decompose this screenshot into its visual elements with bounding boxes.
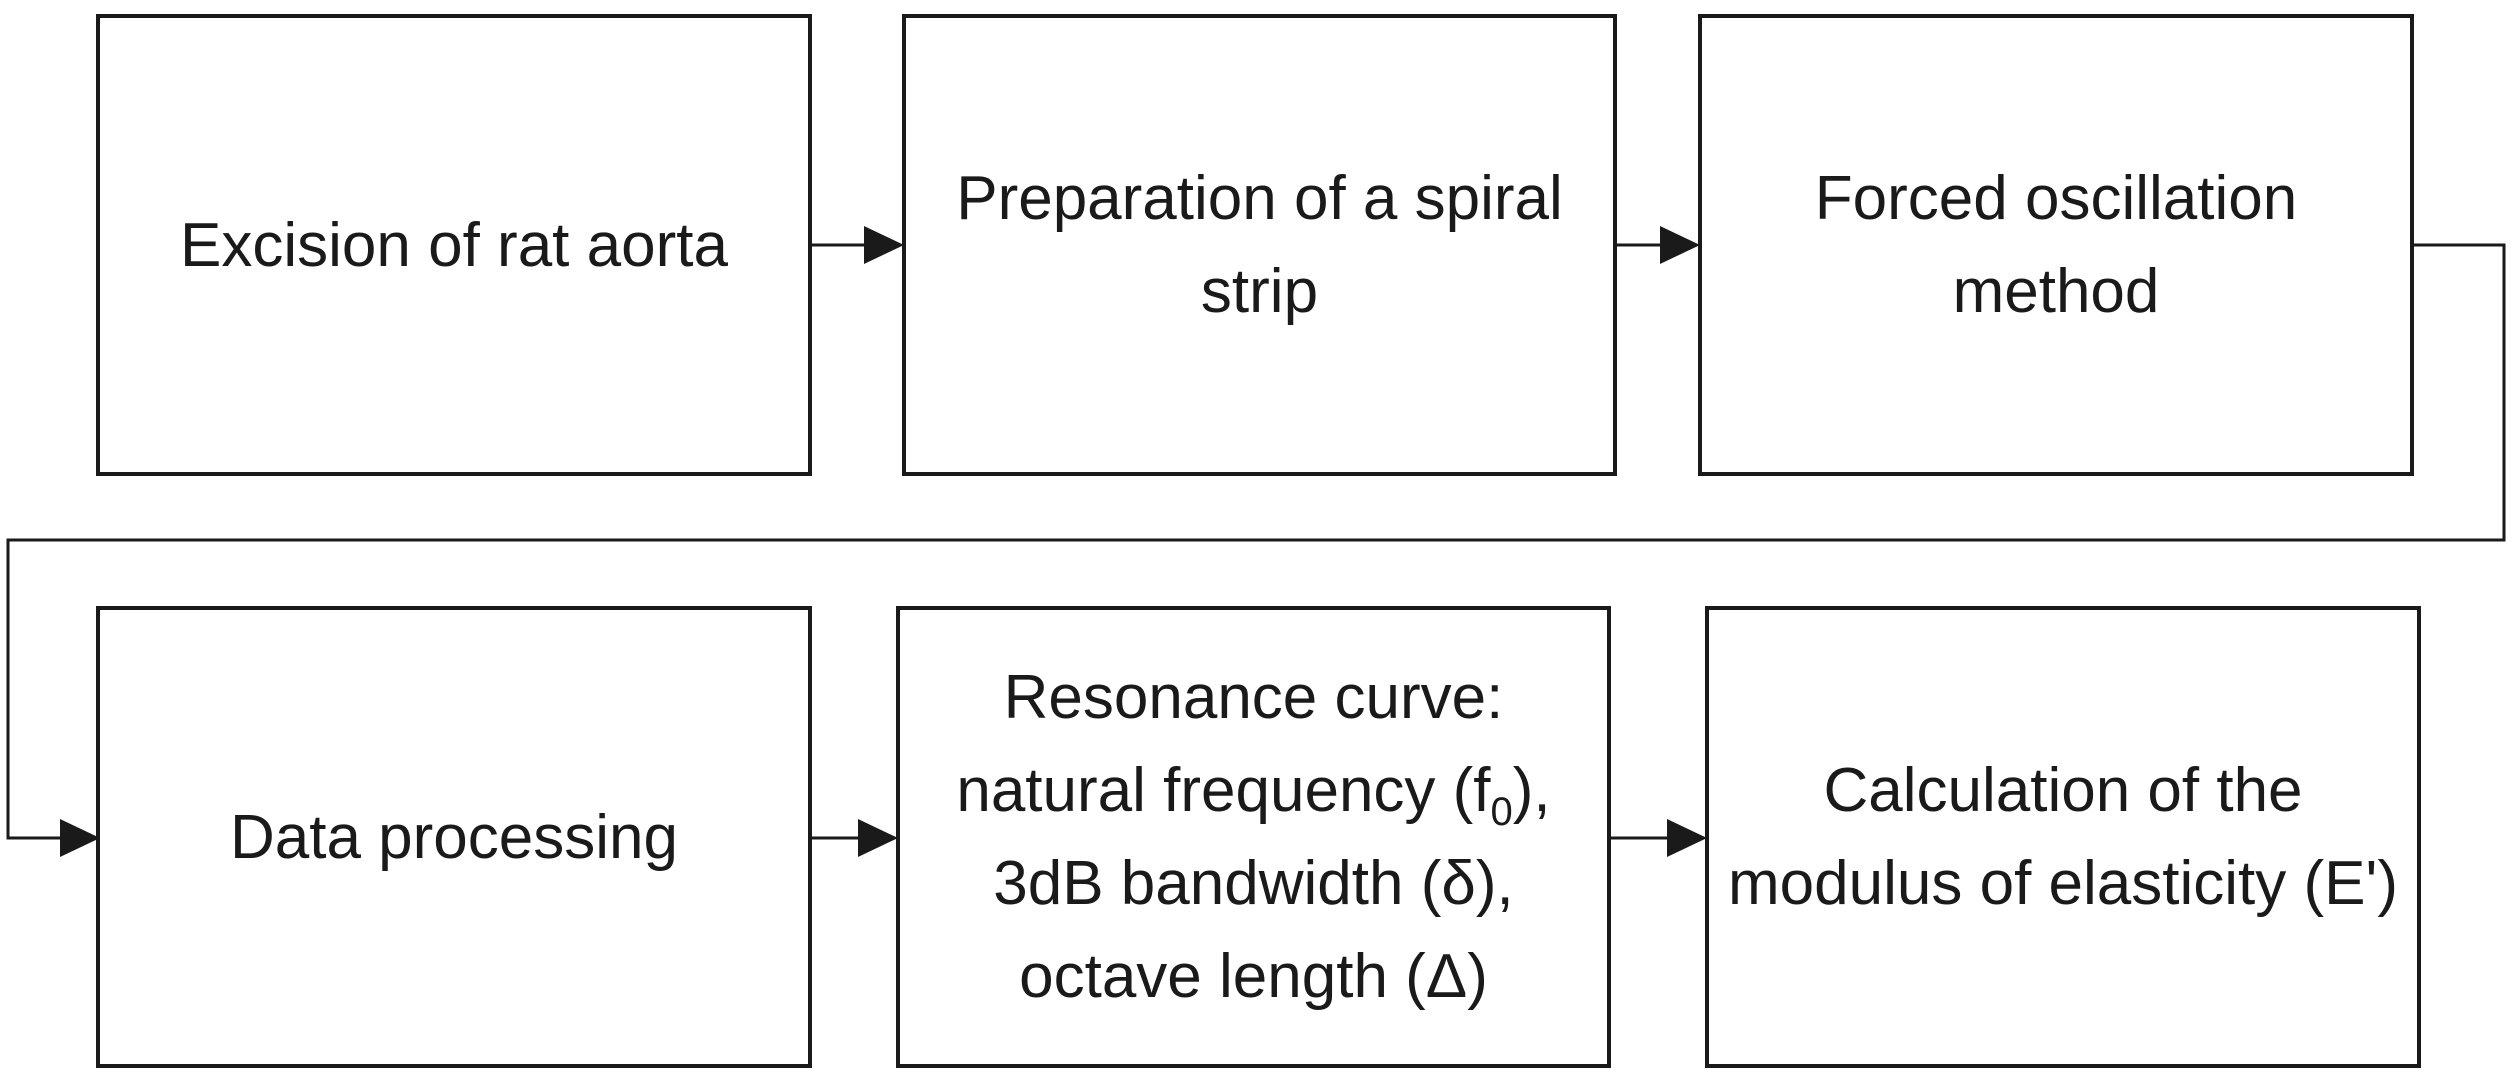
step-preparation-line-1: Preparation of a spiral bbox=[956, 164, 1563, 233]
step-calculation-line-1: Calculation of the bbox=[1823, 756, 2303, 825]
step-excision-line-1: Excision of rat aorta bbox=[180, 210, 728, 280]
step-calculation-line-2: modulus of elasticity (E') bbox=[1728, 849, 2398, 918]
step-excision: Excision of rat aorta bbox=[96, 14, 812, 476]
step-data-processing-line-1: Data processing bbox=[229, 802, 679, 872]
step-preparation: Preparation of a spiral strip bbox=[902, 14, 1617, 476]
step-preparation-line-2: strip bbox=[1200, 257, 1319, 326]
step-resonance-curve: Resonance curve: natural frequency (f0),… bbox=[896, 606, 1611, 1068]
arrowhead-3 bbox=[60, 819, 100, 857]
step-data-processing: Data processing bbox=[96, 606, 812, 1068]
natural-frequency-suffix: ), bbox=[1512, 756, 1551, 825]
step-resonance-curve-line-3: 3dB bandwidth (δ), bbox=[993, 849, 1514, 918]
arrowhead-4 bbox=[858, 819, 898, 857]
step-forced-oscillation-line-1: Forced oscillation bbox=[1814, 164, 2298, 233]
step-resonance-curve-line-1: Resonance curve: bbox=[1003, 663, 1504, 732]
step-forced-oscillation: Forced oscillation method bbox=[1698, 14, 2414, 476]
step-resonance-curve-line-4: octave length (Δ) bbox=[1019, 942, 1488, 1011]
step-forced-oscillation-line-2: method bbox=[1952, 257, 2160, 326]
natural-frequency-subscript: 0 bbox=[1490, 790, 1513, 834]
step-calculation: Calculation of the modulus of elasticity… bbox=[1705, 606, 2421, 1068]
arrowhead-2 bbox=[1660, 226, 1700, 264]
arrowhead-5 bbox=[1667, 819, 1707, 857]
step-resonance-curve-line-2: natural frequency (f0), bbox=[956, 744, 1550, 837]
natural-frequency-text: natural frequency (f bbox=[956, 756, 1491, 825]
wrap-connector bbox=[6, 243, 2506, 840]
arrowhead-1 bbox=[864, 226, 904, 264]
